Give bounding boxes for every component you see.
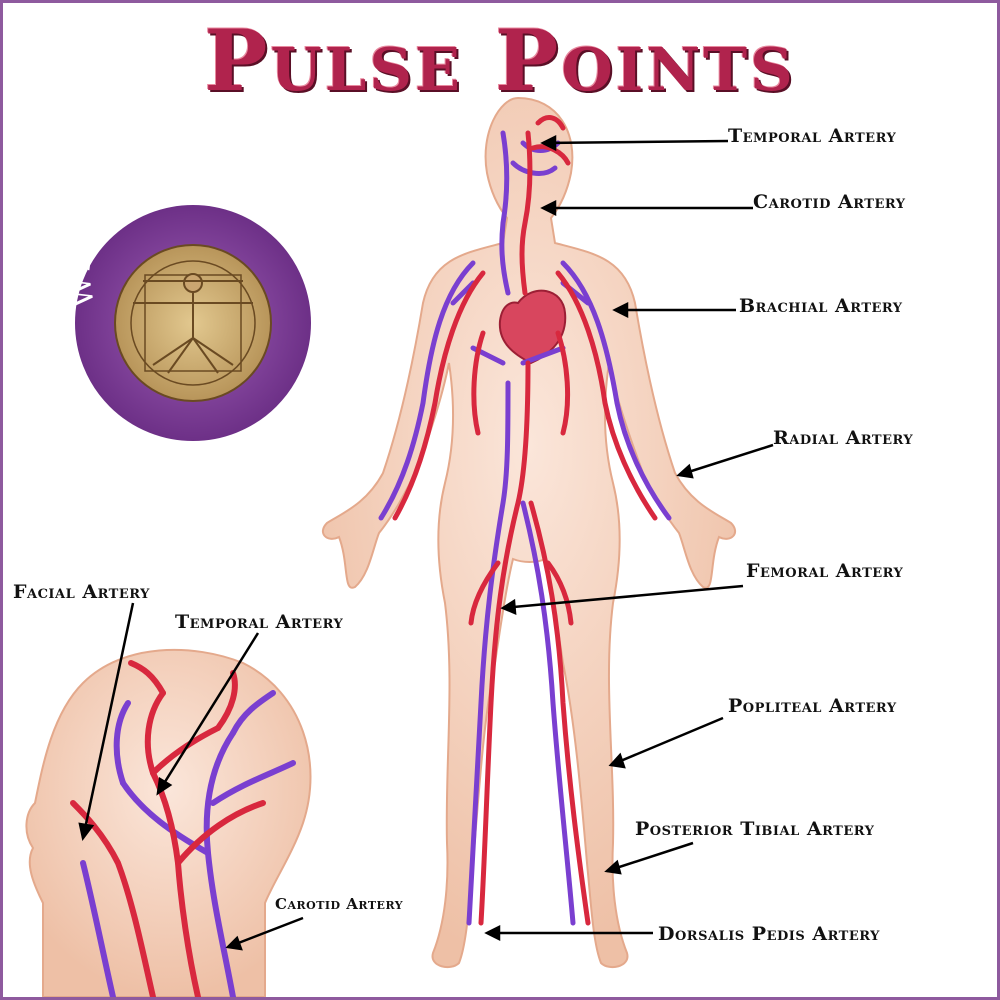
pointer-head-temporal [156,632,260,794]
pointer-femoral [502,584,744,610]
label-brachial-artery: Brachial Artery [739,295,903,317]
pointer-popliteal [610,716,724,767]
label-carotid-artery: Carotid Artery [753,191,906,213]
pointer-temporal [542,139,729,145]
page-title: Pulse Points [204,11,796,110]
vitruvian-man-icon [130,260,256,386]
label-head-temporal-artery: Temporal Artery [175,611,344,633]
label-facial-artery: Facial Artery [13,581,150,603]
vein-network [378,130,672,926]
pointer-facial [81,602,135,839]
label-posterior-tibial-artery: Posterior Tibial Artery [635,818,875,840]
head-closeup [25,648,312,997]
body-figure [321,96,737,969]
pointer-lines [78,134,774,951]
label-temporal-artery: Temporal Artery [728,125,897,147]
pointer-posterior-tibial [606,841,694,873]
heart-icon [498,289,567,365]
head-vein-network [80,690,296,997]
brand-logo: WHOLE LIFE AROMAS [62,134,334,445]
label-radial-artery: Radial Artery [773,427,914,449]
label-popliteal-artery: Popliteal Artery [728,695,897,717]
label-dorsalis-pedis-artery: Dorsalis Pedis Artery [658,923,880,945]
pointer-radial [678,443,774,477]
label-femoral-artery: Femoral Artery [746,560,904,582]
pointer-head-carotid [227,916,304,949]
label-head-carotid-artery: Carotid Artery [275,895,404,913]
artery-network [392,115,658,926]
illustration-canvas: WHOLE LIFE AROMAS [25,96,774,997]
